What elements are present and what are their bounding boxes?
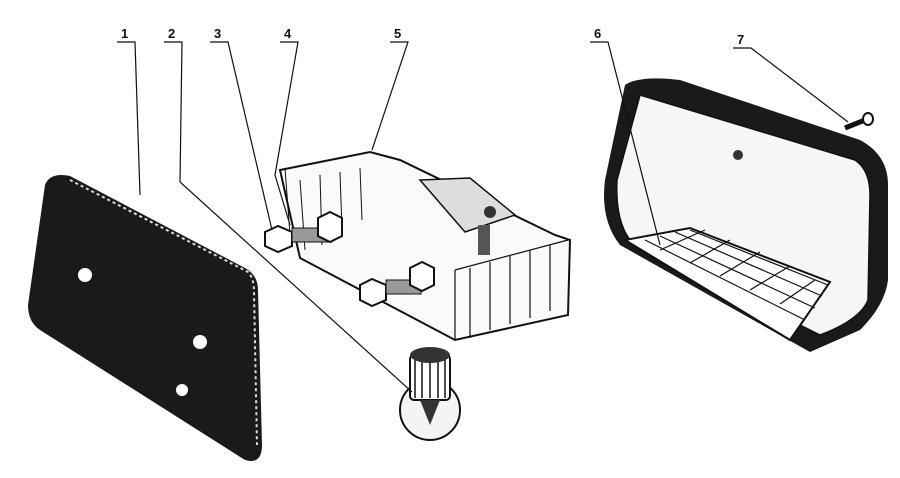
part-1-plate	[28, 175, 262, 461]
hole-icon	[193, 335, 207, 349]
part-3-nut-lower	[359, 260, 435, 308]
label-2: 2	[168, 26, 175, 41]
label-5: 5	[394, 26, 401, 41]
hole-icon	[176, 384, 188, 396]
part-5-base	[278, 150, 572, 342]
label-1: 1	[121, 26, 128, 41]
label-7: 7	[737, 32, 744, 47]
part-3-nut	[264, 210, 343, 254]
hole-icon	[78, 268, 92, 282]
part-2-bulb	[399, 347, 461, 441]
label-6: 6	[594, 26, 601, 41]
part-7-screw	[844, 112, 874, 131]
label-4: 4	[284, 26, 292, 41]
label-3: 3	[214, 26, 221, 41]
leader-lines	[117, 41, 849, 393]
part-6-cover	[604, 78, 888, 352]
